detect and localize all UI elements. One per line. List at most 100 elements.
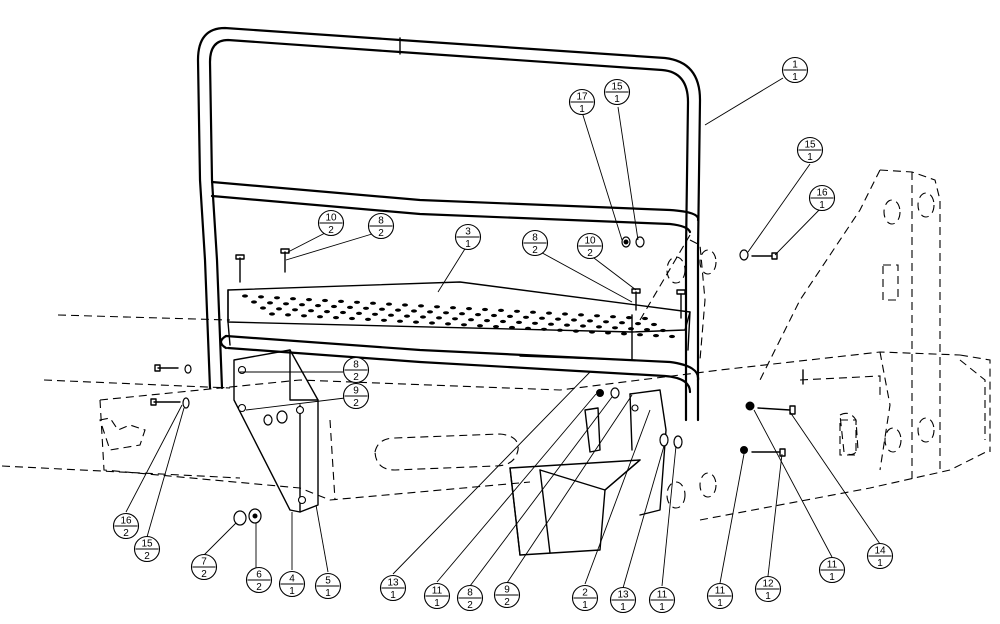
perforation-hole — [443, 311, 449, 315]
perforation-hole — [388, 313, 394, 317]
callout-bubble-13: 131 — [609, 586, 637, 614]
callout-quantity: 2 — [353, 372, 359, 383]
callout-item-number: 8 — [467, 588, 473, 599]
callout-item-number: 8 — [353, 360, 359, 371]
perforation-hole — [434, 305, 440, 309]
perforation-hole — [621, 332, 627, 336]
perforation-hole — [354, 300, 360, 304]
callout-bubble-16: 161 — [808, 184, 836, 212]
perforation-hole — [420, 315, 426, 319]
perforation-hole — [557, 328, 563, 332]
perforated-step — [227, 281, 691, 361]
callout-item-number: 13 — [617, 590, 629, 601]
perforation-hole — [306, 298, 312, 302]
perforation-hole — [445, 322, 451, 326]
perforation-hole — [541, 327, 547, 331]
callout-quantity: 1 — [465, 239, 471, 250]
perforation-hole — [349, 316, 355, 321]
callout-bubble-4: 41 — [278, 570, 306, 598]
callout-quantity: 1 — [877, 558, 883, 569]
callout-item-number: 9 — [353, 386, 359, 397]
callout-bubble-15: 152 — [133, 535, 161, 563]
callout-bubble-12: 121 — [754, 575, 782, 603]
perforation-hole — [669, 334, 675, 339]
perforation-hole — [461, 323, 467, 327]
callout-quantity: 2 — [328, 225, 334, 236]
callout-quantity: 2 — [587, 248, 593, 259]
callout-quantity: 1 — [792, 72, 798, 83]
callout-item-number: 2 — [582, 588, 588, 599]
perforation-hole — [450, 306, 456, 310]
callout-item-number: 8 — [532, 233, 538, 244]
callout-quantity: 2 — [144, 551, 150, 562]
perforation-hole — [258, 295, 264, 299]
perforation-hole — [571, 318, 577, 322]
callout-item-number: 13 — [387, 578, 399, 589]
perforation-hole — [356, 311, 362, 315]
perforation-hole — [500, 319, 506, 324]
perforation-hole — [308, 309, 314, 313]
perforation-hole — [555, 317, 561, 321]
perforation-hole — [546, 311, 552, 315]
perforation-hole — [363, 306, 369, 310]
callout-quantity: 2 — [378, 228, 384, 239]
perforation-hole — [413, 320, 419, 324]
callout-item-number: 14 — [874, 546, 886, 557]
callout-quantity: 2 — [123, 528, 129, 539]
perforation-hole — [644, 328, 650, 332]
perforation-hole — [290, 297, 296, 301]
perforation-hole — [594, 314, 600, 318]
callout-bubble-15: 151 — [796, 136, 824, 164]
perforation-hole — [365, 317, 371, 321]
perforation-hole — [660, 328, 666, 333]
perforation-hole — [269, 312, 275, 316]
callout-item-number: 17 — [576, 92, 588, 103]
callout-bubble-15: 151 — [603, 78, 631, 106]
callout-item-number: 9 — [504, 585, 510, 596]
callout-bubble-8: 82 — [521, 229, 549, 257]
perforation-hole — [635, 322, 641, 326]
callout-quantity: 1 — [807, 152, 813, 163]
lower-box-bracket — [509, 459, 641, 556]
perforation-hole — [539, 316, 545, 320]
callout-bubble-9: 92 — [342, 382, 370, 410]
callout-bubble-7: 72 — [190, 553, 218, 581]
perforation-hole — [386, 302, 392, 306]
callout-bubble-8: 82 — [342, 356, 370, 384]
perforation-hole — [580, 324, 586, 328]
perforation-hole — [612, 326, 618, 330]
callout-quantity: 2 — [532, 245, 538, 256]
callout-bubble-11: 111 — [706, 582, 734, 610]
callout-item-number: 15 — [141, 539, 153, 550]
perforation-hole — [452, 317, 458, 321]
perforation-hole — [626, 316, 632, 320]
perforation-hole — [251, 300, 257, 304]
perforation-hole — [491, 313, 497, 318]
callout-item-number: 15 — [611, 82, 623, 93]
perforation-hole — [514, 309, 520, 313]
perforation-hole — [587, 319, 593, 323]
perforation-hole — [603, 320, 609, 324]
callout-bubble-10: 102 — [576, 232, 604, 260]
callout-quantity: 2 — [256, 582, 262, 593]
perforation-hole — [507, 314, 513, 318]
callout-item-number: 16 — [120, 516, 132, 527]
perforation-hole — [532, 321, 538, 325]
perforation-hole — [324, 310, 330, 314]
callout-bubble-11: 111 — [818, 556, 846, 584]
perforation-hole — [509, 325, 515, 330]
callout-item-number: 10 — [584, 236, 596, 247]
perforation-hole — [340, 310, 346, 315]
callout-item-number: 3 — [465, 227, 471, 238]
perforation-hole — [562, 312, 568, 316]
callout-item-number: 15 — [804, 140, 816, 151]
perforation-hole — [274, 296, 280, 300]
right-mount-bracket — [584, 389, 667, 516]
step-perforations — [242, 294, 675, 339]
callout-quantity: 1 — [765, 591, 771, 602]
callout-bubble-5: 51 — [314, 572, 342, 600]
callout-item-number: 11 — [827, 560, 838, 571]
